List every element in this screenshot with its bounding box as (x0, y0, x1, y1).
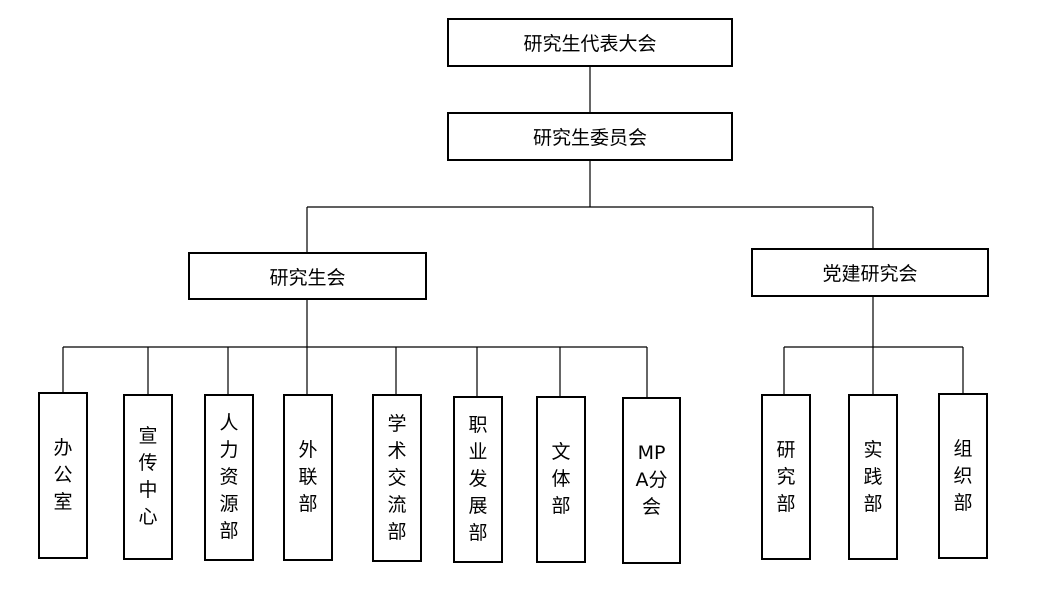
dept-label: 研究部 (776, 438, 796, 515)
committee-box-label: 研究生委员会 (532, 127, 647, 149)
dept-box-office: 办公室 (38, 392, 88, 559)
dept-box-organization: 组织部 (938, 393, 988, 559)
dept-box-practice: 实践部 (848, 394, 898, 560)
dept-box-research: 研究部 (761, 394, 811, 560)
top-box-congress: 研究生代表大会 (447, 18, 733, 67)
dept-label: 宣传中心 (138, 425, 158, 528)
committee-box: 研究生委员会 (447, 112, 733, 161)
dept-box-academic: 学术交流部 (372, 394, 422, 562)
dept-label: 人力资源部 (219, 412, 239, 542)
party-research-box: 党建研究会 (751, 248, 989, 297)
dept-label: MPA分会 (635, 442, 668, 518)
student-union-label: 研究生会 (269, 266, 346, 289)
party-research-label: 党建研究会 (822, 263, 918, 285)
dept-box-career: 职业发展部 (453, 396, 503, 563)
dept-label: 组织部 (953, 437, 973, 514)
dept-label: 实践部 (863, 438, 883, 515)
dept-box-external: 外联部 (283, 394, 333, 561)
dept-label: 职业发展部 (468, 414, 488, 544)
dept-box-hr: 人力资源部 (204, 394, 254, 561)
dept-box-publicity: 宣传中心 (123, 394, 173, 560)
dept-label: 文体部 (551, 441, 571, 517)
dept-label: 学术交流部 (387, 412, 407, 543)
dept-box-mpa: MPA分会 (622, 397, 681, 564)
dept-box-culture-sports: 文体部 (536, 396, 586, 563)
dept-label: 外联部 (298, 439, 318, 515)
top-box-label: 研究生代表大会 (523, 33, 657, 55)
student-union-box: 研究生会 (188, 252, 427, 300)
dept-label: 办公室 (53, 437, 73, 513)
